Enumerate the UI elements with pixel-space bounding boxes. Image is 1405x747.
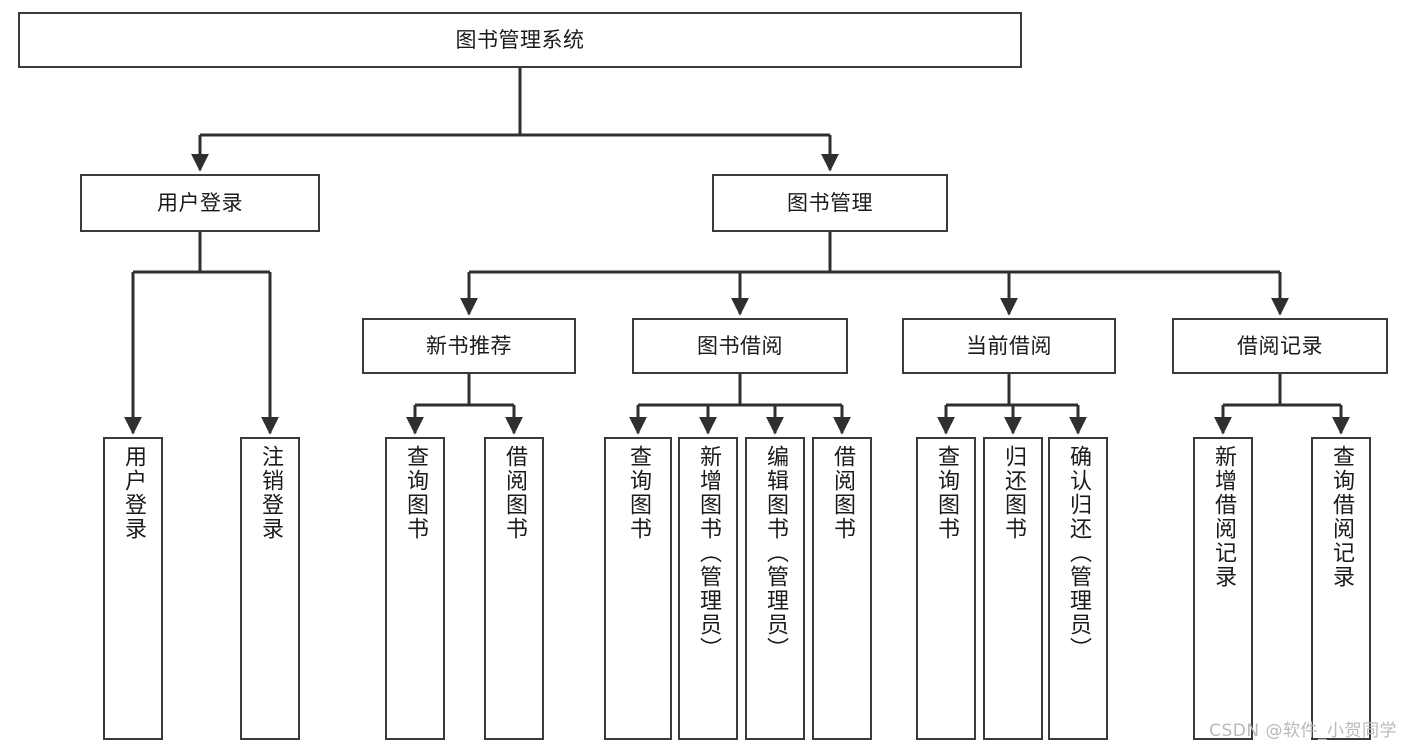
node-user-login[interactable]: 用户登录 — [80, 174, 320, 232]
node-leaf-edit-book-admin[interactable]: 编辑图书（管理员） — [745, 437, 805, 740]
node-leaf-user-logout[interactable]: 注销登录 — [240, 437, 300, 740]
node-borrow-record-label: 借阅记录 — [1237, 333, 1323, 358]
node-book-borrow-label: 图书借阅 — [697, 333, 783, 358]
node-leaf-query-book-2[interactable]: 查询图书 — [604, 437, 672, 740]
node-leaf-edit-book-admin-label: 编辑图书（管理员） — [762, 445, 788, 661]
node-leaf-add-borrow-record[interactable]: 新增借阅记录 — [1193, 437, 1253, 740]
node-leaf-confirm-return-admin[interactable]: 确认归还（管理员） — [1048, 437, 1108, 740]
node-leaf-query-book-1-label: 查询图书 — [402, 445, 428, 541]
node-leaf-borrow-book-1[interactable]: 借阅图书 — [484, 437, 544, 740]
node-leaf-user-logout-label: 注销登录 — [257, 445, 283, 541]
node-leaf-query-book-3-label: 查询图书 — [933, 445, 959, 541]
watermark: CSDN @软件_小贺同学 — [1209, 721, 1397, 741]
node-user-login-label: 用户登录 — [157, 190, 243, 215]
node-book-manage-label: 图书管理 — [787, 190, 873, 215]
node-leaf-borrow-book-2[interactable]: 借阅图书 — [812, 437, 872, 740]
node-leaf-query-book-3[interactable]: 查询图书 — [916, 437, 976, 740]
node-leaf-confirm-return-admin-label: 确认归还（管理员） — [1065, 445, 1091, 661]
node-leaf-return-book[interactable]: 归还图书 — [983, 437, 1043, 740]
node-new-book-recommend[interactable]: 新书推荐 — [362, 318, 576, 374]
node-current-borrow-label: 当前借阅 — [966, 333, 1052, 358]
node-leaf-query-book-2-label: 查询图书 — [625, 445, 651, 541]
node-current-borrow[interactable]: 当前借阅 — [902, 318, 1116, 374]
node-new-book-recommend-label: 新书推荐 — [426, 333, 512, 358]
node-leaf-borrow-book-2-label: 借阅图书 — [829, 445, 855, 541]
node-leaf-return-book-label: 归还图书 — [1000, 445, 1026, 541]
node-leaf-borrow-book-1-label: 借阅图书 — [501, 445, 527, 541]
node-leaf-user-login-label: 用户登录 — [120, 445, 146, 541]
node-leaf-add-book-admin-label: 新增图书（管理员） — [695, 445, 721, 661]
node-leaf-query-book-1[interactable]: 查询图书 — [385, 437, 445, 740]
node-root-label: 图书管理系统 — [455, 27, 585, 52]
node-book-borrow[interactable]: 图书借阅 — [632, 318, 848, 374]
node-leaf-add-borrow-record-label: 新增借阅记录 — [1210, 445, 1236, 589]
node-borrow-record[interactable]: 借阅记录 — [1172, 318, 1388, 374]
node-leaf-user-login[interactable]: 用户登录 — [103, 437, 163, 740]
node-root[interactable]: 图书管理系统 — [18, 12, 1022, 68]
node-leaf-query-borrow-record[interactable]: 查询借阅记录 — [1311, 437, 1371, 740]
node-leaf-add-book-admin[interactable]: 新增图书（管理员） — [678, 437, 738, 740]
node-book-manage[interactable]: 图书管理 — [712, 174, 948, 232]
node-leaf-query-borrow-record-label: 查询借阅记录 — [1328, 445, 1354, 589]
